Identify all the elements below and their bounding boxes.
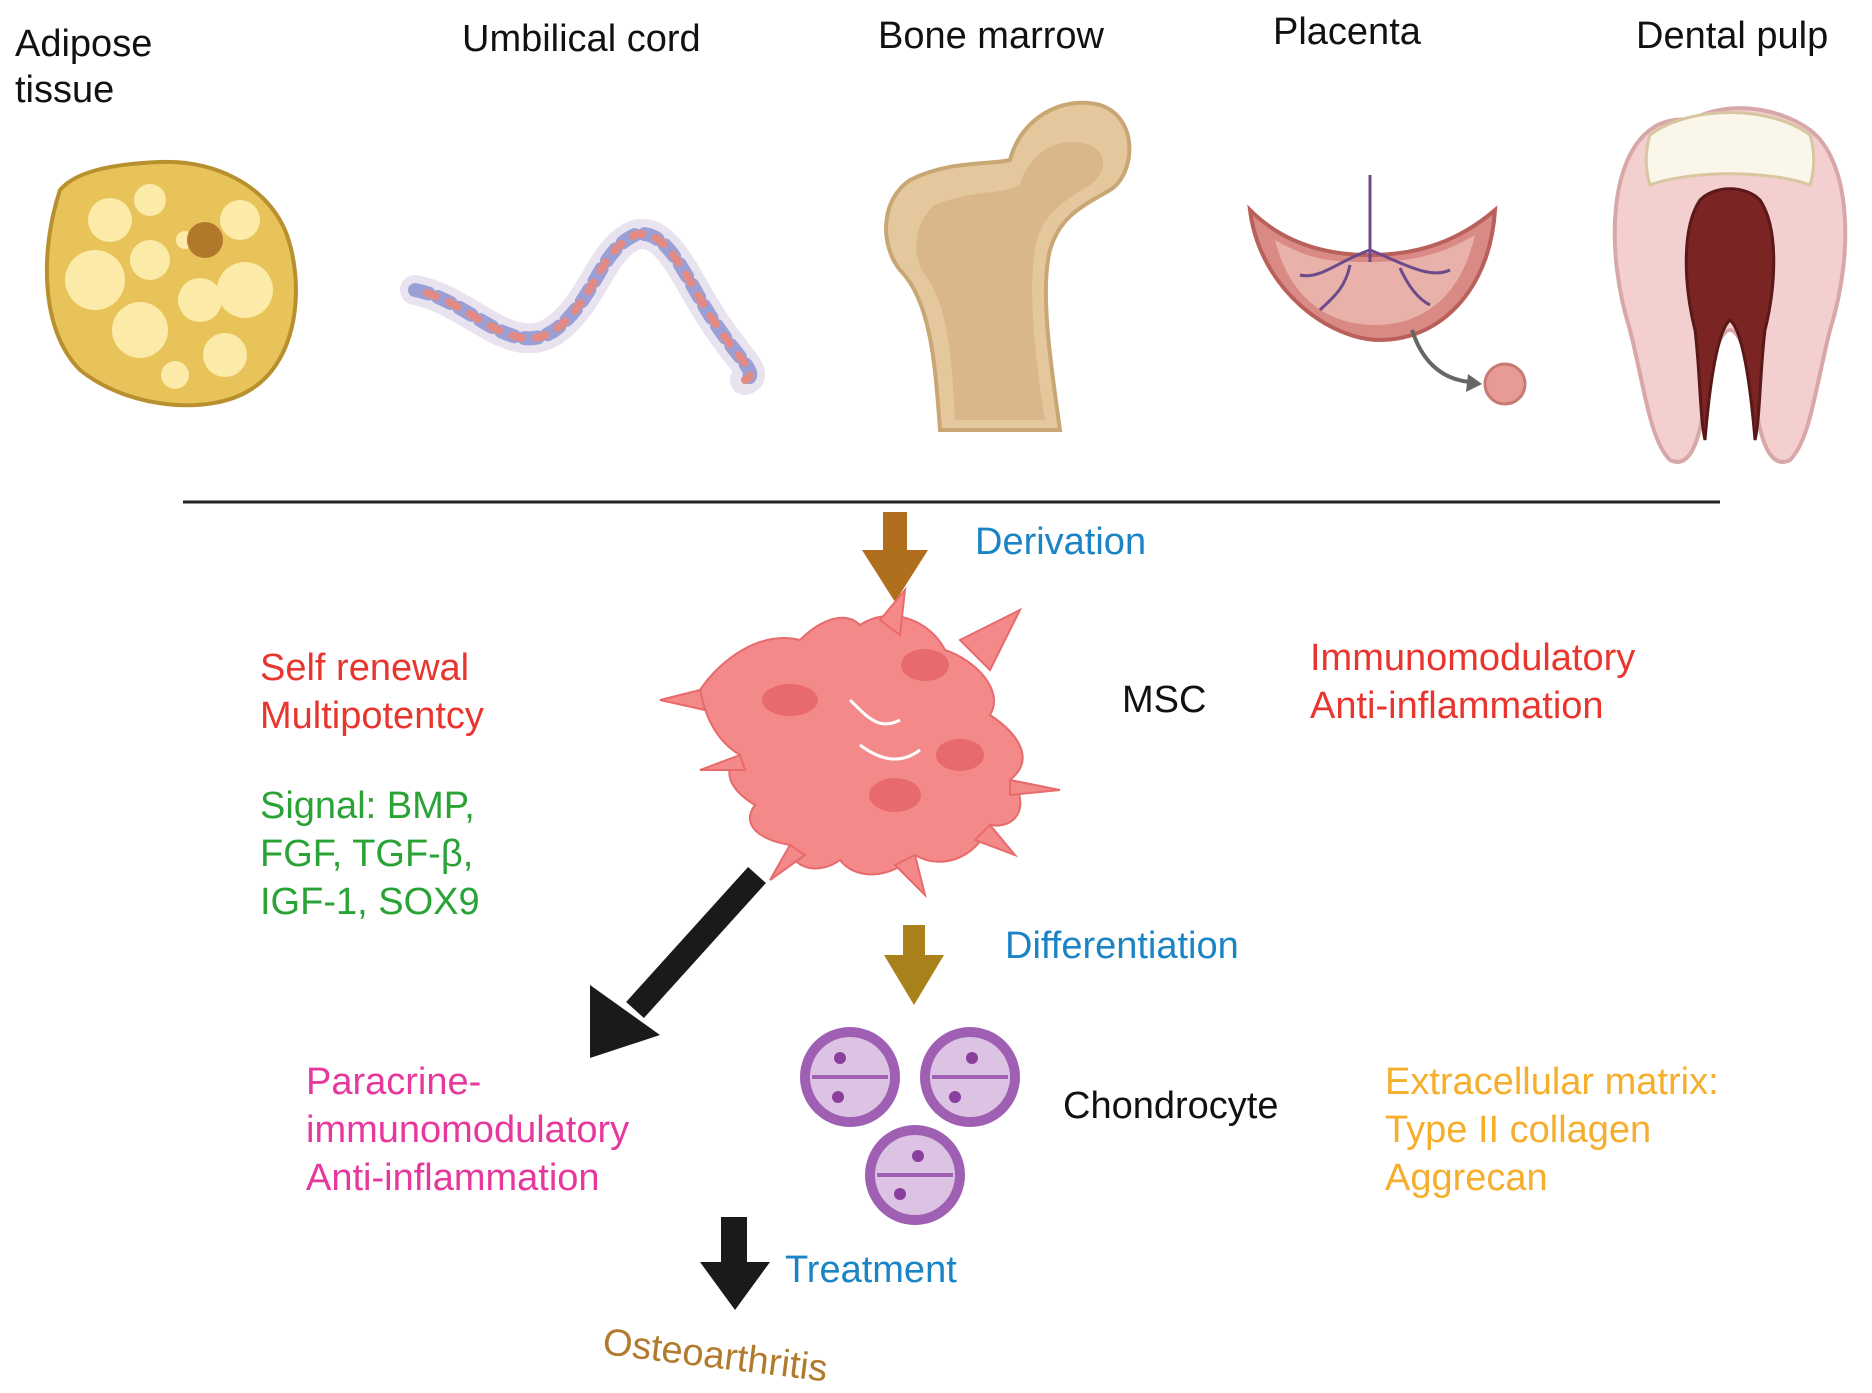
label-paracrine-anti-inflammation: Anti-inflammation xyxy=(306,1157,600,1199)
label-adipose-line2: tissue xyxy=(15,68,115,111)
label-multipotency: Multipotentcy xyxy=(260,695,484,737)
label-adipose-line1: Adipose xyxy=(15,23,153,65)
msc-properties-left: Self renewal Multipotentcy xyxy=(260,644,484,740)
label-dental-pulp: Dental pulp xyxy=(1636,15,1829,57)
derivation-arrow xyxy=(862,512,928,602)
femur-bone-icon xyxy=(884,100,1132,432)
label-signal-line2: FGF, TGF-β, xyxy=(260,833,474,875)
label-placenta: Placenta xyxy=(1273,11,1421,53)
paracrine-arrow xyxy=(590,866,766,1058)
label-anti-inflammation: Anti-inflammation xyxy=(1310,685,1604,727)
umbilical-cord-icon xyxy=(400,219,766,395)
label-aggrecan: Aggrecan xyxy=(1385,1157,1548,1199)
msc-signals: Signal: BMP, FGF, TGF-β, IGF-1, SOX9 xyxy=(260,782,480,926)
label-chondrocyte: Chondrocyte xyxy=(1063,1085,1279,1127)
adipose-cell-icon xyxy=(44,159,298,408)
label-immunomodulatory: Immunomodulatory xyxy=(1310,637,1636,679)
label-paracrine-immunomodulatory: immunomodulatory xyxy=(306,1109,630,1151)
label-derivation: Derivation xyxy=(975,521,1147,563)
label-treatment: Treatment xyxy=(785,1249,957,1291)
label-self-renewal: Self renewal xyxy=(260,647,470,689)
treatment-arrow xyxy=(700,1217,770,1310)
tooth-icon xyxy=(1612,106,1848,464)
label-differentiation: Differentiation xyxy=(1005,925,1239,967)
differentiation-arrow xyxy=(884,925,944,1005)
label-type-ii-collagen: Type II collagen xyxy=(1385,1109,1652,1151)
chondrocyte-ecm: Extracellular matrix: Type II collagen A… xyxy=(1385,1058,1719,1202)
label-signal-line3: IGF-1, SOX9 xyxy=(260,881,480,923)
label-bone-marrow: Bone marrow xyxy=(878,15,1104,57)
chondrocytes-icon xyxy=(800,1027,1020,1225)
placenta-icon xyxy=(1247,175,1527,406)
msc-cells-icon xyxy=(659,586,1061,899)
msc-properties-right: Immunomodulatory Anti-inflammation xyxy=(1310,634,1635,730)
paracrine-effects: Paracrine- immunomodulatory Anti-inflamm… xyxy=(306,1058,629,1202)
label-ecm-title: Extracellular matrix: xyxy=(1385,1061,1719,1103)
label-umbilical-cord: Umbilical cord xyxy=(462,18,701,60)
label-paracrine: Paracrine- xyxy=(306,1061,482,1103)
label-adipose-tissue: Adipose tissue xyxy=(15,22,152,113)
label-signal-line1: Signal: BMP, xyxy=(260,785,475,827)
label-msc: MSC xyxy=(1122,679,1207,721)
